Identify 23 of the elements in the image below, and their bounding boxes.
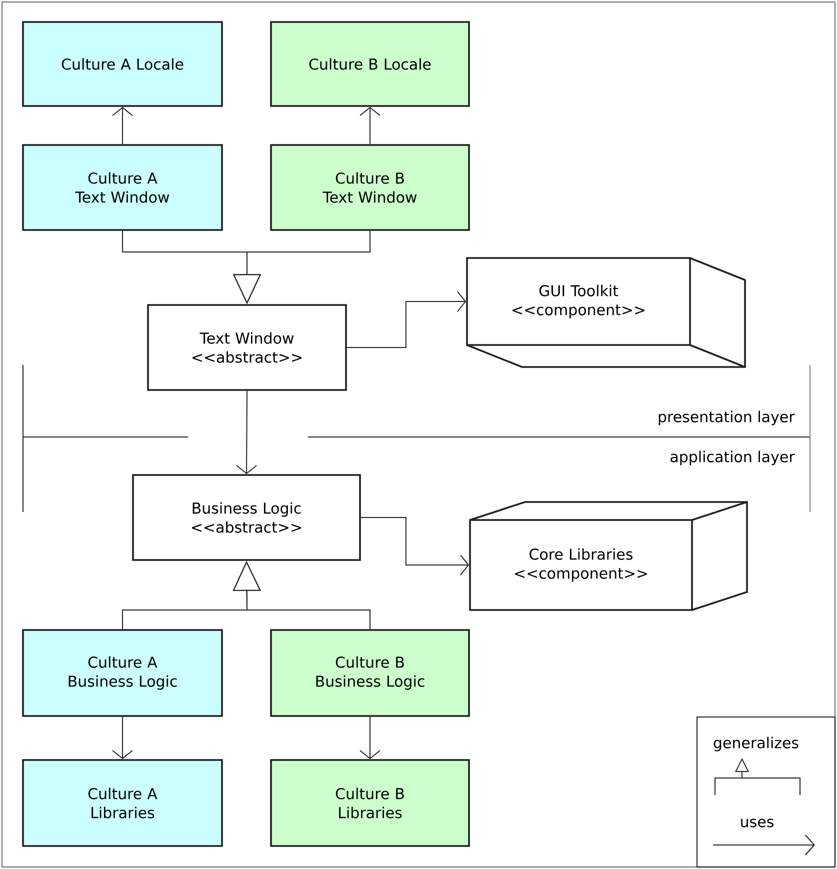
arrow — [112, 716, 133, 760]
class-box: Culture A Libraries — [22, 759, 223, 847]
class-box: Culture A Text Window — [22, 144, 223, 231]
class-box: Culture A Business Logic — [22, 629, 223, 717]
legend-label: uses — [741, 818, 774, 828]
layer-label: presentation layer — [658, 410, 795, 426]
arrow — [236, 390, 258, 474]
arrow — [346, 291, 466, 348]
class-box: Culture A Locale — [22, 21, 223, 107]
component-box: Core Libraries <<component>> — [469, 501, 748, 611]
class-box: Text Window <<abstract>> — [147, 304, 347, 391]
arrow — [360, 517, 470, 576]
component-box: GUI Toolkit <<component>> — [466, 257, 746, 368]
arrow — [360, 106, 380, 145]
class-box: Culture B Text Window — [270, 144, 470, 231]
arrow — [360, 716, 380, 760]
class-box: Culture B Locale — [270, 21, 470, 107]
class-box: Business Logic <<abstract>> — [132, 474, 361, 561]
layer-label: application layer — [670, 450, 795, 466]
legend-label: generalizes — [714, 736, 798, 752]
class-box: Culture B Business Logic — [270, 629, 470, 717]
class-box: Culture B Libraries — [270, 759, 470, 847]
arrow — [112, 106, 133, 145]
